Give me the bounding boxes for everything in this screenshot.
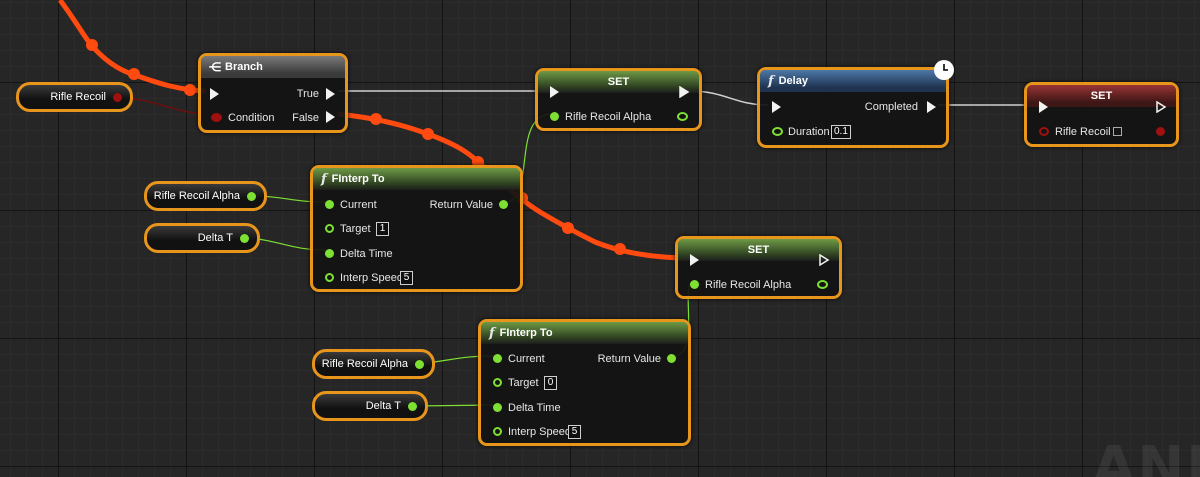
- set-header: SET: [538, 71, 699, 93]
- set-node-mid[interactable]: SET Rifle Recoil Alpha: [675, 236, 842, 299]
- branch-header: ⋲ Branch: [201, 56, 345, 78]
- float-input-pin[interactable]: [690, 280, 699, 289]
- exec-input-pin[interactable]: [210, 88, 219, 100]
- false-label: False: [292, 112, 319, 124]
- set-node-top[interactable]: SET Rifle Recoil Alpha: [535, 68, 702, 131]
- delta-t-getter-1[interactable]: Delta T: [144, 223, 260, 253]
- float-output-pin[interactable]: [677, 112, 688, 121]
- exec-input-pin[interactable]: [690, 254, 699, 266]
- delta-time-label: Delta Time: [340, 248, 393, 260]
- interp-speed-value-field[interactable]: 5: [568, 425, 581, 439]
- target-label: Target: [340, 223, 371, 235]
- exec-output-pin[interactable]: [1156, 101, 1167, 113]
- delta-time-input-pin[interactable]: [493, 403, 502, 412]
- finterp-to-node-top[interactable]: f FInterp To Current Return Value Target…: [310, 165, 523, 292]
- target-input-pin[interactable]: [493, 378, 502, 387]
- function-icon: f: [321, 171, 327, 187]
- set-header: SET: [678, 239, 839, 261]
- rifle-recoil-alpha-getter-2[interactable]: Rifle Recoil Alpha: [312, 349, 435, 379]
- condition-input-pin[interactable]: [211, 113, 222, 122]
- target-label: Target: [508, 377, 539, 389]
- interp-speed-value-field[interactable]: 5: [400, 271, 413, 285]
- exec-output-pin[interactable]: [679, 86, 690, 98]
- value-checkbox[interactable]: [1113, 127, 1122, 136]
- float-input-pin[interactable]: [550, 112, 559, 121]
- rifle-recoil-alpha-getter-label: Rifle Recoil Alpha: [321, 358, 408, 370]
- float-output-pin[interactable]: [415, 360, 424, 369]
- delta-t-getter-label: Delta T: [365, 400, 401, 412]
- current-label: Current: [340, 199, 377, 211]
- finterp-title: FInterp To: [331, 173, 385, 185]
- delta-time-label: Delta Time: [508, 402, 561, 414]
- exec-input-pin[interactable]: [550, 86, 559, 98]
- exec-input-pin[interactable]: [1039, 101, 1048, 113]
- set-node-right[interactable]: SET Rifle Recoil: [1024, 82, 1179, 147]
- duration-label: Duration: [788, 126, 830, 138]
- current-input-pin[interactable]: [493, 354, 502, 363]
- delta-t-getter-2[interactable]: Delta T: [312, 391, 428, 421]
- rifle-recoil-alpha-getter-label: Rifle Recoil Alpha: [153, 190, 240, 202]
- exec-false-pin[interactable]: [326, 111, 335, 123]
- rifle-recoil-alpha-label: Rifle Recoil Alpha: [565, 111, 652, 123]
- interp-speed-label: Interp Speed: [508, 426, 571, 438]
- delay-title: Delay: [778, 75, 808, 87]
- condition-label: Condition: [228, 112, 275, 124]
- return-value-label: Return Value: [597, 353, 661, 365]
- float-output-pin[interactable]: [817, 280, 828, 289]
- return-value-label: Return Value: [429, 199, 493, 211]
- target-input-pin[interactable]: [325, 224, 334, 233]
- float-output-pin[interactable]: [408, 402, 417, 411]
- set-header: SET: [1027, 85, 1176, 107]
- selected-exec-wire-top: [57, 0, 207, 94]
- bool-input-pin[interactable]: [1039, 127, 1049, 136]
- branch-node[interactable]: ⋲ Branch True Condition False: [198, 53, 348, 133]
- return-value-pin[interactable]: [499, 200, 508, 209]
- duration-input-pin[interactable]: [772, 127, 783, 136]
- delta-time-input-pin[interactable]: [325, 249, 334, 258]
- latent-clock-icon: [934, 60, 954, 80]
- bool-output-pin[interactable]: [1156, 127, 1165, 136]
- float-output-pin[interactable]: [247, 192, 256, 201]
- set-title: SET: [747, 244, 770, 256]
- interp-speed-input-pin[interactable]: [325, 273, 334, 282]
- interp-speed-input-pin[interactable]: [493, 427, 502, 436]
- bool-output-pin[interactable]: [113, 93, 122, 102]
- delta-t-getter-label: Delta T: [197, 232, 233, 244]
- interp-speed-label: Interp Speed: [340, 272, 403, 284]
- rifle-recoil-getter[interactable]: Rifle Recoil: [16, 82, 133, 112]
- rifle-recoil-alpha-label: Rifle Recoil Alpha: [705, 279, 792, 291]
- finterp-title: FInterp To: [499, 327, 553, 339]
- set-title: SET: [607, 76, 630, 88]
- true-label: True: [296, 88, 319, 100]
- delay-header: f Delay: [760, 70, 946, 92]
- finterp-to-node-bottom[interactable]: f FInterp To Current Return Value Target…: [478, 319, 691, 446]
- finterp-header: f FInterp To: [481, 322, 688, 344]
- branch-title: Branch: [225, 61, 263, 73]
- delay-node[interactable]: f Delay Completed Duration 0.1: [757, 67, 949, 148]
- rifle-recoil-label: Rifle Recoil: [1055, 126, 1111, 138]
- completed-label: Completed: [864, 101, 918, 113]
- exec-true-pin[interactable]: [326, 88, 335, 100]
- target-value-field[interactable]: 1: [376, 222, 389, 236]
- rifle-recoil-getter-label: Rifle Recoil: [50, 91, 106, 103]
- set-title: SET: [1090, 90, 1113, 102]
- rifle-recoil-alpha-getter-1[interactable]: Rifle Recoil Alpha: [144, 181, 267, 211]
- watermark-text: ANIM: [1092, 438, 1200, 477]
- function-icon: f: [489, 325, 495, 341]
- float-output-pin[interactable]: [240, 234, 249, 243]
- exec-input-pin[interactable]: [772, 101, 781, 113]
- finterp-header: f FInterp To: [313, 168, 520, 190]
- duration-value-field[interactable]: 0.1: [831, 125, 851, 139]
- function-icon: f: [768, 73, 774, 89]
- current-label: Current: [508, 353, 545, 365]
- target-value-field[interactable]: 0: [544, 376, 557, 390]
- current-input-pin[interactable]: [325, 200, 334, 209]
- exec-completed-pin[interactable]: [927, 101, 936, 113]
- return-value-pin[interactable]: [667, 354, 676, 363]
- exec-output-pin[interactable]: [819, 254, 830, 266]
- branch-icon: ⋲: [209, 60, 221, 74]
